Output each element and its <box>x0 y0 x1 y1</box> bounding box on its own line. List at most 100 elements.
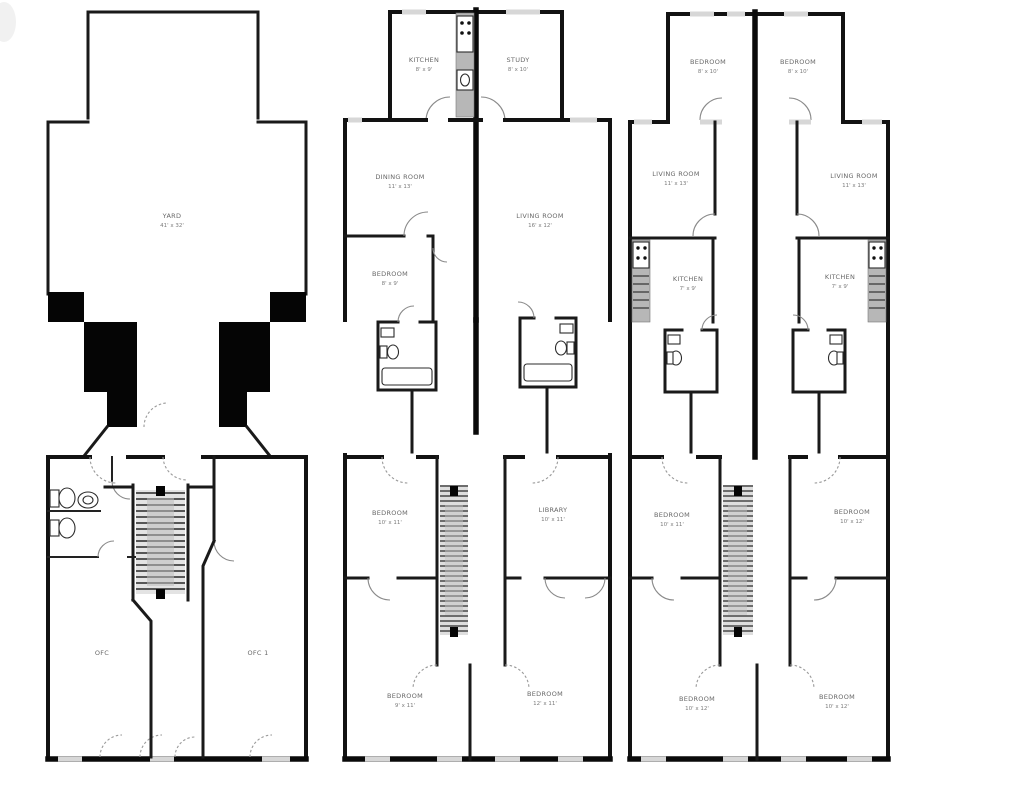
living-r-label: LIVING ROOM <box>830 172 878 180</box>
entry-door-arc-3 <box>249 734 273 758</box>
burner-icon <box>636 246 640 250</box>
plan-garden-level: YARD 41' x 32' OFC OFC 1 <box>45 10 309 762</box>
yard-dims: 41' x 32' <box>160 223 184 229</box>
bedroom-ml-label: BEDROOM <box>654 511 690 519</box>
living-label: LIVING ROOM <box>516 212 564 220</box>
lower-door-arc-2 <box>813 456 841 484</box>
toilet-icon <box>58 487 76 509</box>
bath-r-door-arc <box>792 314 809 331</box>
garden-hall-arc-2 <box>162 456 188 481</box>
bedroom-br-dims: 12' x 11' <box>533 701 557 707</box>
stair-newel-bottom <box>450 627 458 637</box>
burner-icon <box>636 256 640 260</box>
burner-icon <box>460 31 464 35</box>
upper-side-walls <box>343 118 612 322</box>
kitchen-sink-basin-icon <box>459 73 471 87</box>
bedroom-bl-dims: 10' x 12' <box>685 706 709 712</box>
bath-r-sink-icon <box>829 334 843 345</box>
stair-bottom-arc-2 <box>789 664 815 690</box>
dining-dims: 11' x 13' <box>388 184 412 190</box>
burner-icon <box>460 21 464 25</box>
library-label: LIBRARY <box>539 506 568 514</box>
closet-door-arc-1 <box>544 577 566 599</box>
bath-door-arc-1 <box>111 480 131 500</box>
bath-l-door-arc <box>701 314 718 331</box>
living-l-label: LIVING ROOM <box>652 170 700 178</box>
yard-door-arc <box>143 402 169 428</box>
entry-door-arc-1 <box>99 734 123 758</box>
stove-icon <box>456 15 474 53</box>
kitchen-r-stove-icon <box>868 241 886 269</box>
bath-left-toilet-tank-icon <box>379 345 388 359</box>
lower-side-walls <box>628 453 890 761</box>
bedroom-small-dims: 8' x 9' <box>382 281 399 287</box>
bedroom-ul-label: BEDROOM <box>372 509 408 517</box>
lower-door-arc-1 <box>661 456 689 484</box>
kitchen-l-fridge-icon <box>633 275 649 309</box>
kitchen-r-fridge-icon <box>869 275 885 309</box>
bedroom-tl-label: BEDROOM <box>690 58 726 66</box>
toilet-icon-2 <box>58 517 76 539</box>
bedroom-ml-dims: 10' x 11' <box>660 522 684 528</box>
dining-label: DINING ROOM <box>375 173 424 181</box>
kitchen-l-label: KITCHEN <box>673 275 703 283</box>
study-door-arc <box>480 96 506 121</box>
bedroom-br-label: BEDROOM <box>527 690 563 698</box>
masonry-block-right <box>270 292 306 322</box>
kitchen-dims: 8' x 9' <box>416 67 433 73</box>
mid-door-arc-left <box>651 577 675 601</box>
burner-icon <box>879 246 883 250</box>
masonry-mass-right <box>219 322 270 427</box>
stair-bottom-arc-1 <box>412 664 438 690</box>
bedroom-tr-dims: 8' x 10' <box>788 69 808 75</box>
bedroom-mr-label: BEDROOM <box>834 508 870 516</box>
library-dims: 10' x 11' <box>541 517 565 523</box>
living-l-dims: 11' x 13' <box>664 181 688 187</box>
plan-upper-floors: BEDROOM 8' x 10' BEDROOM 8' x 10' LIVING… <box>627 9 891 762</box>
garden-outer-walls <box>46 455 308 759</box>
room-label-ofc: OFC <box>95 649 109 657</box>
corridor-door-arc <box>174 736 196 758</box>
stair-shaft-walls <box>131 483 190 602</box>
bedroom-tl-dims: 8' x 10' <box>698 69 718 75</box>
stair-newel-top <box>450 486 458 496</box>
bath-l-sink-icon <box>667 334 681 345</box>
toilet-tank-icon-2 <box>49 519 60 537</box>
stair-shaft-walls <box>718 455 792 667</box>
bath-l-toilet-tank-icon <box>666 351 674 365</box>
staircase-center <box>147 498 174 586</box>
bedroom-small-door-arc <box>432 247 448 263</box>
bath-door-arc-2 <box>97 540 115 558</box>
study-label: STUDY <box>507 56 530 64</box>
bath-r-walls <box>791 328 847 394</box>
bath-left-sink-icon <box>380 327 395 338</box>
band2-inner-walls <box>713 120 799 216</box>
mid-door-arc-right <box>813 577 837 601</box>
kitchen-door-arc <box>425 96 451 121</box>
kitchen-inner-walls <box>711 236 801 324</box>
burner-icon <box>643 246 647 250</box>
stair-newel-bottom <box>734 627 742 637</box>
bedroom-bl-label: BEDROOM <box>387 692 423 700</box>
stair-newel-bottom <box>156 589 165 599</box>
burner-icon <box>879 256 883 260</box>
masonry-block-left <box>48 292 84 322</box>
bath-left-toilet-icon <box>386 344 400 360</box>
bedroom-mr-dims: 10' x 12' <box>840 519 864 525</box>
burner-icon <box>643 256 647 260</box>
bath-left-walls <box>376 320 438 392</box>
band2-side-walls <box>628 120 890 459</box>
stair-newel-top <box>734 486 742 496</box>
room-label-ofc1: OFC 1 <box>247 649 268 657</box>
staircase-center <box>728 505 747 615</box>
corridor-stubs <box>410 385 549 454</box>
bath-right-toilet-tank-icon <box>566 341 575 355</box>
masonry-mass-left <box>84 322 137 427</box>
stair-bottom-arc-1 <box>695 664 721 690</box>
bath-left-tub-icon <box>381 367 433 386</box>
kitchen-l-dims: 7' x 9' <box>680 286 697 292</box>
toilet-tank-icon <box>49 489 60 508</box>
bath-l-walls <box>663 328 719 394</box>
burner-icon <box>872 246 876 250</box>
